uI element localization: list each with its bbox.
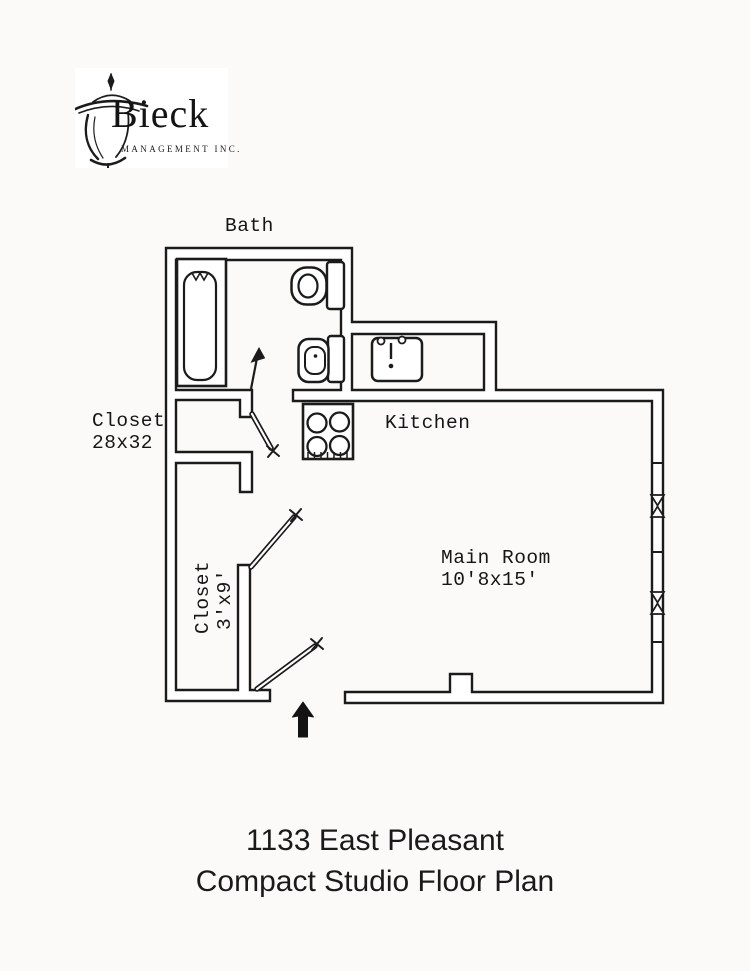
faucet-handle-icon: [397, 335, 407, 345]
window-right-lower: [649, 591, 666, 643]
bath-door-leaf: [249, 411, 280, 458]
plan-title-description: Compact Studio Floor Plan: [195, 865, 555, 898]
label-main-room-size: 10'8x15': [441, 569, 539, 591]
walls-outline: [164, 246, 665, 705]
label-kitchen: Kitchen: [385, 412, 470, 434]
bathroom-sink: [297, 334, 346, 384]
tub-faucet-icon: [191, 272, 209, 282]
stove-vent-hatches: [307, 452, 348, 458]
bathtub: [175, 257, 228, 388]
logo-subtitle: MANAGEMENT INC.: [121, 144, 242, 154]
plan-title-address: 1133 East Pleasant: [246, 824, 504, 857]
toilet: [290, 260, 346, 311]
label-closet-tall-size: 3'x9': [214, 569, 236, 630]
burner-icon: [306, 435, 328, 458]
closet-door-leaf: [248, 508, 303, 570]
window-pane-symbol: [649, 504, 666, 518]
sink-drain-icon: [313, 354, 318, 358]
logo-wordmark: Bieck: [111, 91, 210, 136]
window-right-upper: [649, 462, 666, 553]
window-pane-symbol: [649, 494, 666, 508]
bath-door-swing-arrow: [249, 346, 266, 390]
lantern-icon: [69, 72, 149, 169]
burner-icon: [328, 411, 351, 433]
entrance-arrow-icon: [292, 701, 314, 738]
door-latch-icon: [289, 508, 303, 522]
faucet-handle-icon: [376, 336, 386, 346]
window-pane-symbol: [649, 591, 666, 605]
label-closet-tall-name: Closet: [192, 561, 214, 634]
kitchen-sink: [370, 335, 424, 383]
door-latch-icon: [266, 444, 280, 458]
label-closet-small-size: 28x32: [92, 432, 153, 454]
label-closet-small-name: Closet: [92, 410, 165, 432]
toilet-tank: [325, 260, 346, 311]
sink-drain-icon: [388, 363, 394, 369]
burner-icon: [306, 412, 328, 434]
bieck-logo: Bieck MANAGEMENT INC.: [69, 68, 239, 169]
label-main-room-name: Main Room: [441, 547, 551, 569]
plan-title: 1133 East Pleasant Compact Studio Floor …: [0, 820, 750, 902]
label-bath: Bath: [225, 215, 274, 237]
burner-icon: [328, 434, 351, 457]
stove: [301, 402, 355, 461]
window-pane-symbol: [649, 601, 666, 615]
entry-door-leaf: [254, 637, 324, 692]
door-latch-icon: [310, 637, 324, 651]
